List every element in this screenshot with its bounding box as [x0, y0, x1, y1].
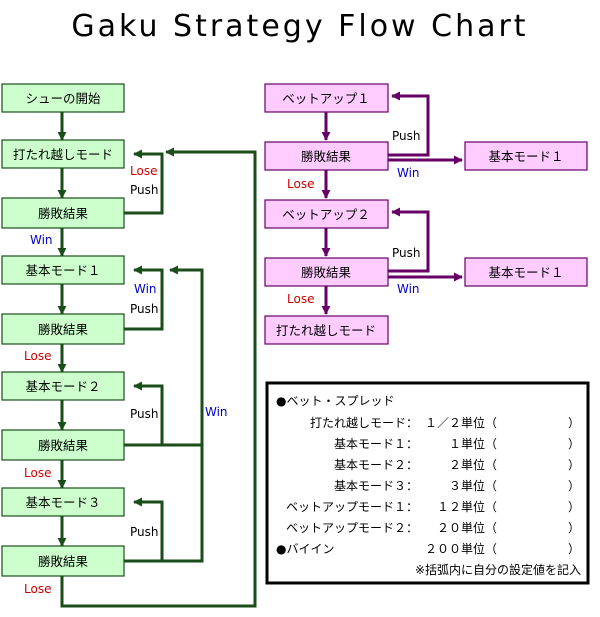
edge-label-push: Push: [392, 129, 421, 143]
chart-title: Gaku Strategy Flow Chart: [71, 9, 528, 44]
node-result-1: [1, 197, 125, 229]
bet-row-close: ）: [568, 437, 580, 451]
bet-row-label: 基本モード２：: [334, 458, 418, 472]
node-label: 勝敗結果: [38, 206, 89, 221]
node-label: 勝敗結果: [38, 322, 89, 337]
node-label: 基本モード１: [488, 149, 563, 164]
left-flow-labels: Lose Push Win Win Push Lose Push Win Los…: [24, 164, 228, 596]
bet-row-value: １単位（: [449, 436, 497, 451]
right-flow-edges: [321, 91, 463, 315]
node-label: 基本モード２: [25, 379, 100, 394]
bet-row-close: ）: [568, 458, 580, 472]
edge-label-lose: Lose: [24, 466, 51, 480]
buyin-label: ●バイイン: [276, 542, 334, 556]
edge-push-loop-2: [124, 265, 164, 331]
node-uchikoshi-mode-r: [264, 315, 389, 345]
edge-label-push: Push: [130, 407, 159, 421]
bet-spread-note: ※括弧内に自分の設定値を記入: [415, 562, 581, 577]
edge-win-loop: [124, 265, 204, 563]
node-label: 勝敗結果: [38, 554, 89, 569]
node-result-r2: [264, 257, 389, 287]
edge-label-lose: Lose: [24, 582, 51, 596]
bet-row-value: １／２単位（: [425, 415, 497, 430]
bet-row-value: ２単位（: [449, 457, 497, 472]
node-label: ベットアップ２: [282, 207, 370, 222]
bet-row-close: ）: [568, 542, 580, 556]
edge-label-push: Push: [130, 302, 159, 316]
left-flow-nodes: シューの開始 打たれ越しモード 勝敗結果 基本モード１ 勝敗結果 基本モード２ …: [1, 83, 125, 577]
edge-label-win: Win: [397, 166, 420, 180]
edge-label-lose: Lose: [287, 292, 314, 306]
edge-label-lose: Lose: [24, 349, 51, 363]
node-label: 基本モード１: [488, 265, 563, 280]
node-label: シューの開始: [25, 91, 101, 106]
node-label: 勝敗結果: [301, 265, 352, 280]
node-shoe-start: [1, 83, 125, 113]
left-flow-edges: [57, 112, 257, 608]
edge-label-win: Win: [205, 405, 228, 419]
bet-row-label: ベットアップモード２：: [286, 521, 418, 535]
right-flow-labels: Push Win Lose Push Win Lose: [287, 129, 421, 306]
node-basic-mode-1: [1, 255, 125, 285]
node-betup-2: [264, 199, 389, 229]
bet-row-label: 打たれ越しモード：: [310, 416, 418, 430]
bet-row-close: ）: [568, 521, 580, 535]
node-result-r1: [264, 141, 389, 171]
edge-label-win: Win: [134, 282, 157, 296]
bet-row-label: 基本モード３：: [334, 479, 418, 493]
node-result-4: [1, 545, 125, 577]
edge-push-loop-r2: [388, 207, 430, 273]
bet-row-close: ）: [568, 500, 580, 514]
edge-label-win: Win: [397, 282, 420, 296]
bet-row-label: ベットアップモード１：: [286, 500, 418, 514]
node-result-3: [1, 429, 125, 461]
bet-row-close: ）: [568, 416, 580, 430]
buyin-value: ２００単位（: [425, 541, 497, 556]
edge-label-win: Win: [30, 233, 53, 247]
bet-row-value: ２０単位（: [437, 520, 497, 535]
node-betup-1: [264, 83, 389, 113]
edge-label-push: Push: [392, 246, 421, 260]
edge-push-loop-3: [124, 381, 164, 447]
node-label: 基本モード１: [25, 263, 100, 278]
bet-spread-heading: ●ベット・スプレッド: [276, 394, 394, 408]
node-basic-mode-2: [1, 371, 125, 401]
bet-row-close: ）: [568, 479, 580, 493]
edge-lose-return: [60, 147, 257, 608]
node-label: 勝敗結果: [301, 149, 352, 164]
node-basic-mode-1-r2: [464, 257, 588, 287]
right-flow-nodes: ベットアップ１ 勝敗結果 基本モード１ ベットアップ２ 勝敗結果 基本モード１ …: [264, 83, 588, 345]
node-label: 打たれ越しモード: [276, 323, 376, 338]
edge-label-push: Push: [130, 525, 159, 539]
bet-spread-border: [265, 381, 590, 585]
bet-row-value: ３単位（: [449, 478, 497, 493]
edge-push-loop-1: [124, 149, 164, 215]
edge-push-loop-r1: [388, 91, 430, 157]
bet-row-label: 基本モード１：: [334, 437, 418, 451]
node-label: 基本モード３: [25, 495, 100, 510]
node-label: ベットアップ１: [282, 91, 370, 106]
bet-spread-box: ●ベット・スプレッド 打たれ越しモード： １／２単位（ ） 基本モード１： １単…: [265, 381, 590, 585]
edge-label-lose: Lose: [287, 177, 314, 191]
node-label: 勝敗結果: [38, 438, 89, 453]
node-basic-mode-3: [1, 487, 125, 517]
edge-label-push: Push: [130, 183, 159, 197]
node-label: 打たれ越しモード: [13, 147, 113, 162]
node-result-2: [1, 313, 125, 345]
edge-label-lose: Lose: [130, 164, 157, 178]
bet-row-value: １２単位（: [437, 499, 497, 514]
node-uchikoshi-mode: [1, 139, 125, 169]
node-basic-mode-1-r1: [464, 141, 588, 171]
